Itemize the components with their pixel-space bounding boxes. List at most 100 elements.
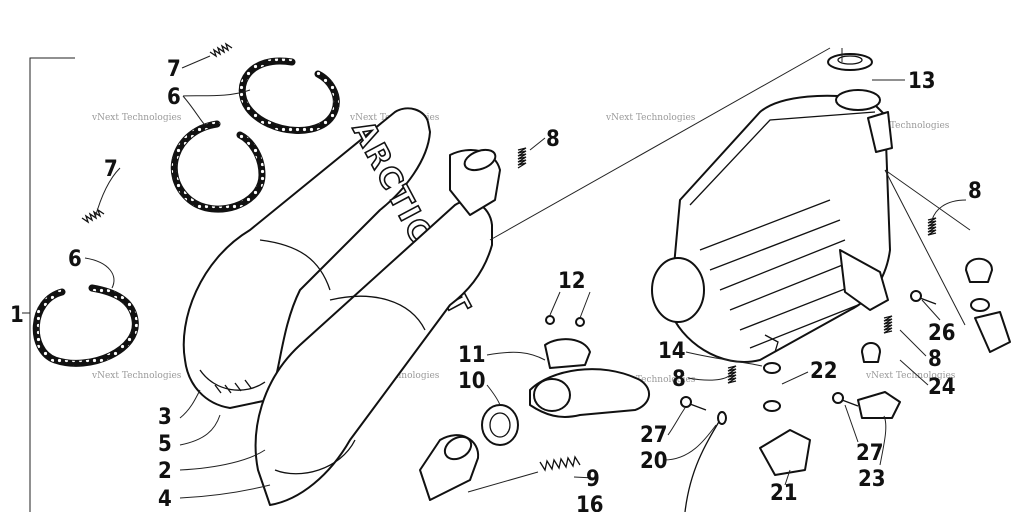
leader-line xyxy=(179,484,271,499)
spring-8-middle xyxy=(727,365,737,384)
callout-labels: 1 2 3 4 5 6 6 7 7 8 8 8 8 9 10 11 12 13 … xyxy=(10,57,982,512)
resonator-inlet xyxy=(651,257,705,323)
muffler-seam xyxy=(329,295,426,331)
chain-ring-6-upper-right xyxy=(238,57,340,134)
leader-line xyxy=(884,169,971,326)
callout-8-middle: 8 xyxy=(672,367,686,392)
leader-line xyxy=(84,257,115,289)
spring-7-upper xyxy=(209,42,233,58)
leader-line xyxy=(685,351,763,367)
callout-1: 1 xyxy=(10,303,24,328)
leader-line xyxy=(899,359,929,386)
washer-right xyxy=(970,298,990,312)
bolt-26 xyxy=(910,290,922,302)
leader-line xyxy=(486,351,546,361)
spring-7-lower xyxy=(81,208,105,224)
watermark-text: vNext Technologies xyxy=(865,371,956,381)
leader-line xyxy=(781,371,809,385)
nut-12-right xyxy=(575,317,585,327)
leader-line xyxy=(573,476,595,479)
callout-12: 12 xyxy=(558,269,586,294)
hardware xyxy=(680,257,1011,512)
leader-line xyxy=(467,471,539,493)
muffler-heat-shield xyxy=(182,107,431,409)
leader-line xyxy=(667,407,686,436)
callout-9: 9 xyxy=(586,467,600,492)
chain-ring-links xyxy=(239,58,339,133)
resonator-body xyxy=(669,94,891,363)
flange-upper xyxy=(544,338,591,369)
seal-ring-10 xyxy=(481,404,519,446)
chain-clamp-rings xyxy=(32,57,340,367)
chain-ring-links xyxy=(171,121,265,212)
muffler-rim xyxy=(274,439,356,475)
leader-line xyxy=(182,89,251,126)
leader-line xyxy=(179,414,221,446)
muffler-body xyxy=(254,200,493,506)
callout-23: 23 xyxy=(858,467,886,492)
callout-14: 14 xyxy=(658,339,686,364)
bolt-27-left xyxy=(680,396,692,408)
spring-8-right xyxy=(927,217,937,236)
callout-10: 10 xyxy=(458,369,486,394)
outlet-opening xyxy=(463,148,497,172)
leader-line xyxy=(549,291,591,319)
washer-22-lower xyxy=(763,400,781,412)
resonator-top-bracket xyxy=(867,111,893,153)
leader-line xyxy=(784,469,791,486)
callout-3: 3 xyxy=(158,405,172,430)
callout-4: 4 xyxy=(158,487,172,512)
leader-line xyxy=(931,199,967,221)
leader-lines xyxy=(84,47,971,499)
resonator-mount-tab xyxy=(839,249,889,311)
flange-and-seal xyxy=(481,315,650,446)
bolt-27-right-shank xyxy=(841,399,859,407)
bolt-26-shank xyxy=(919,297,937,305)
callout-8-right: 8 xyxy=(968,179,982,204)
bolt-27-right xyxy=(832,392,844,404)
leader-line xyxy=(663,424,717,461)
callout-11: 11 xyxy=(458,343,486,368)
shield-seam xyxy=(259,239,331,291)
callout-7-upper: 7 xyxy=(167,57,181,82)
springs xyxy=(81,42,937,472)
leader-line xyxy=(489,47,831,241)
spring-8-center xyxy=(517,147,527,169)
leader-line xyxy=(94,167,121,219)
callout-27-left: 27 xyxy=(640,423,668,448)
nut-12-left xyxy=(545,315,555,325)
callout-22: 22 xyxy=(810,359,838,384)
grommet-13-inner xyxy=(837,55,863,65)
chain-ring-links xyxy=(33,285,138,366)
callout-16: 16 xyxy=(576,493,604,512)
bracket-right xyxy=(974,311,1011,353)
leader-line xyxy=(181,55,211,69)
callout-2: 2 xyxy=(158,459,172,484)
leader-line xyxy=(844,404,859,443)
callout-7-left: 7 xyxy=(104,157,118,182)
assembly-bracket-line xyxy=(29,57,75,512)
callout-20: 20 xyxy=(640,449,668,474)
watermark-text: vNext Technologies xyxy=(91,371,182,381)
watermark-text: vNext Technologies xyxy=(859,121,950,131)
flange-port xyxy=(533,378,571,412)
watermark-text: vNext Technologies xyxy=(605,375,696,385)
grommet-right xyxy=(965,257,993,283)
leader-line xyxy=(879,415,887,466)
inlet-opening xyxy=(443,435,473,461)
resonator-top-edge xyxy=(689,111,876,206)
leader-line xyxy=(921,299,941,321)
leader-line xyxy=(687,374,731,381)
resonator-outlet-neck xyxy=(835,89,881,111)
callout-13: 13 xyxy=(908,69,936,94)
callout-24: 24 xyxy=(928,375,956,400)
bracket-23 xyxy=(857,391,901,419)
spring-8-lower-right xyxy=(883,315,893,334)
leader-line xyxy=(179,389,201,419)
callout-8-lower-right: 8 xyxy=(928,347,942,372)
callout-6-upper: 6 xyxy=(167,85,181,110)
callout-26: 26 xyxy=(928,321,956,346)
callout-27-right: 27 xyxy=(856,441,884,466)
